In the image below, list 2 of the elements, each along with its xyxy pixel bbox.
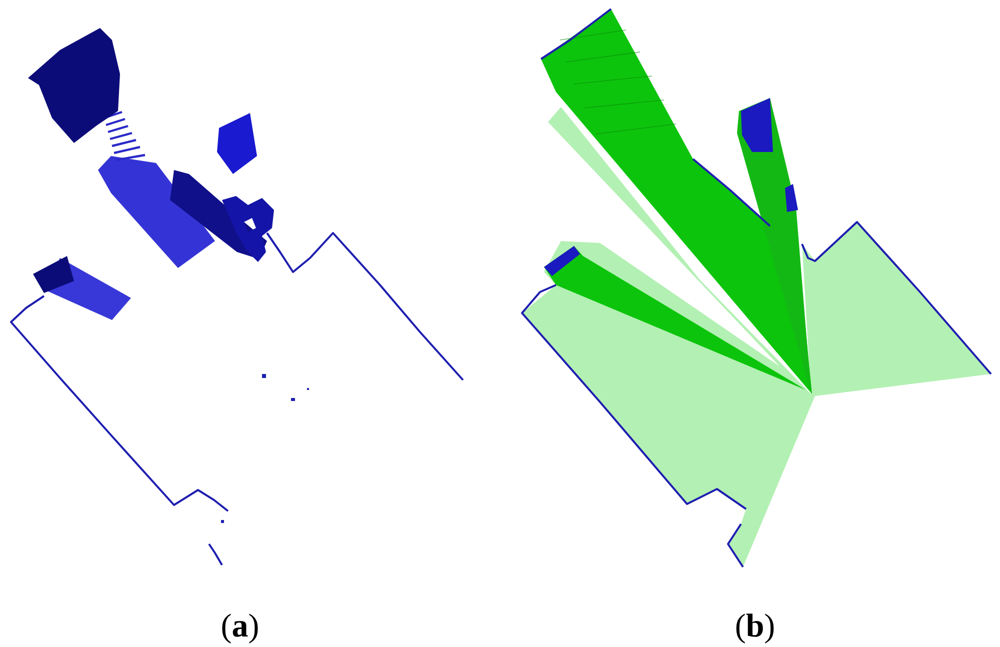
panel-label: (a) bbox=[220, 610, 260, 644]
panel-label: (b) bbox=[734, 610, 776, 644]
